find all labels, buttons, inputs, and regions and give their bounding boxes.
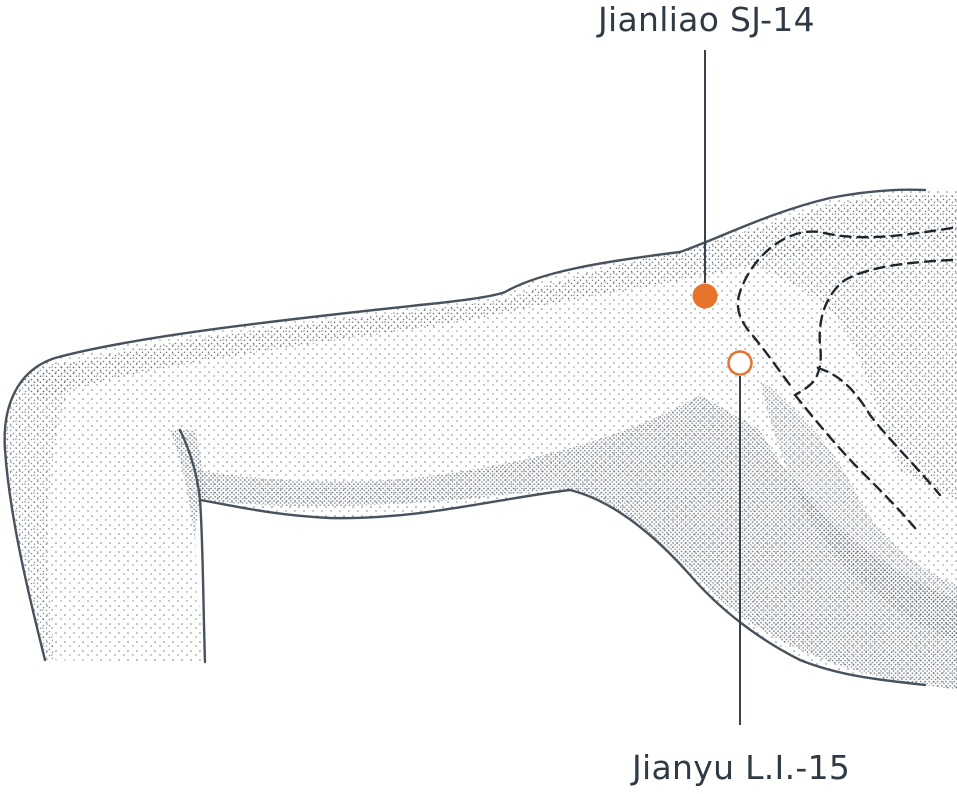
joint-dashed-lines <box>736 226 954 530</box>
arm-outline <box>3 188 927 687</box>
acupoint-hollow-marker <box>727 350 753 376</box>
acupoint-label-bottom: Jianyu L.I.-15 <box>632 748 851 787</box>
acupoint-filled-marker <box>692 283 718 309</box>
acupoint-label-top: Jianliao SJ-14 <box>598 0 815 39</box>
arm-shading <box>4 189 957 690</box>
